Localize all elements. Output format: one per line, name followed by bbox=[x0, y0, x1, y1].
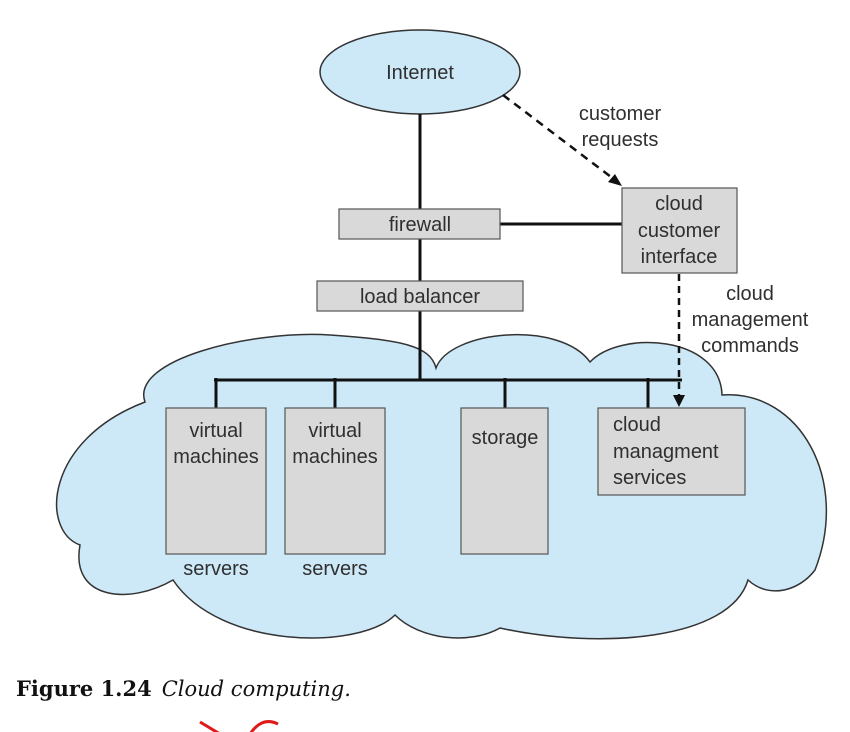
vm2-label: machines bbox=[292, 446, 378, 468]
storage-node bbox=[460, 407, 549, 555]
cms-label: cloud bbox=[613, 414, 661, 436]
storage-label: storage bbox=[472, 427, 539, 449]
cci-label: cloud bbox=[655, 193, 703, 215]
management-commands-arrowhead bbox=[673, 395, 685, 407]
management-commands-label: management bbox=[692, 309, 809, 331]
vm1-node bbox=[165, 407, 267, 555]
cloud-management-services-node bbox=[597, 407, 746, 496]
internet-label: Internet bbox=[386, 62, 454, 84]
figure-caption: Figure 1.24 Cloud computing. bbox=[16, 676, 351, 701]
cms-label: services bbox=[613, 467, 686, 489]
load-balancer-label: load balancer bbox=[360, 286, 480, 308]
management-commands-label: cloud bbox=[726, 283, 774, 305]
management-commands-label: commands bbox=[701, 335, 799, 357]
load-balancer-node bbox=[316, 280, 524, 312]
firewall-node bbox=[338, 208, 501, 240]
vm2-node bbox=[284, 407, 386, 555]
customer-requests-label: customer bbox=[579, 103, 662, 125]
red-annotation-mark bbox=[199, 720, 220, 732]
red-annotation-mark bbox=[249, 720, 279, 732]
vm2-label: virtual bbox=[308, 420, 361, 442]
vm1-label: virtual bbox=[189, 420, 242, 442]
cci-label: customer bbox=[638, 220, 721, 242]
cms-label: managment bbox=[613, 441, 719, 463]
customer-requests-arrowhead bbox=[608, 174, 622, 186]
figure-number: Figure 1.24 bbox=[16, 676, 152, 701]
cci-label: interface bbox=[641, 246, 718, 268]
servers1-label: servers bbox=[183, 558, 249, 580]
vm1-label: machines bbox=[173, 446, 259, 468]
customer-requests-label: requests bbox=[582, 129, 659, 151]
firewall-label: firewall bbox=[389, 214, 451, 236]
servers2-label: servers bbox=[302, 558, 368, 580]
customer-requests-arrow bbox=[502, 94, 616, 181]
figure-title: Cloud computing. bbox=[161, 677, 351, 701]
cloud-customer-interface-node bbox=[621, 187, 738, 274]
